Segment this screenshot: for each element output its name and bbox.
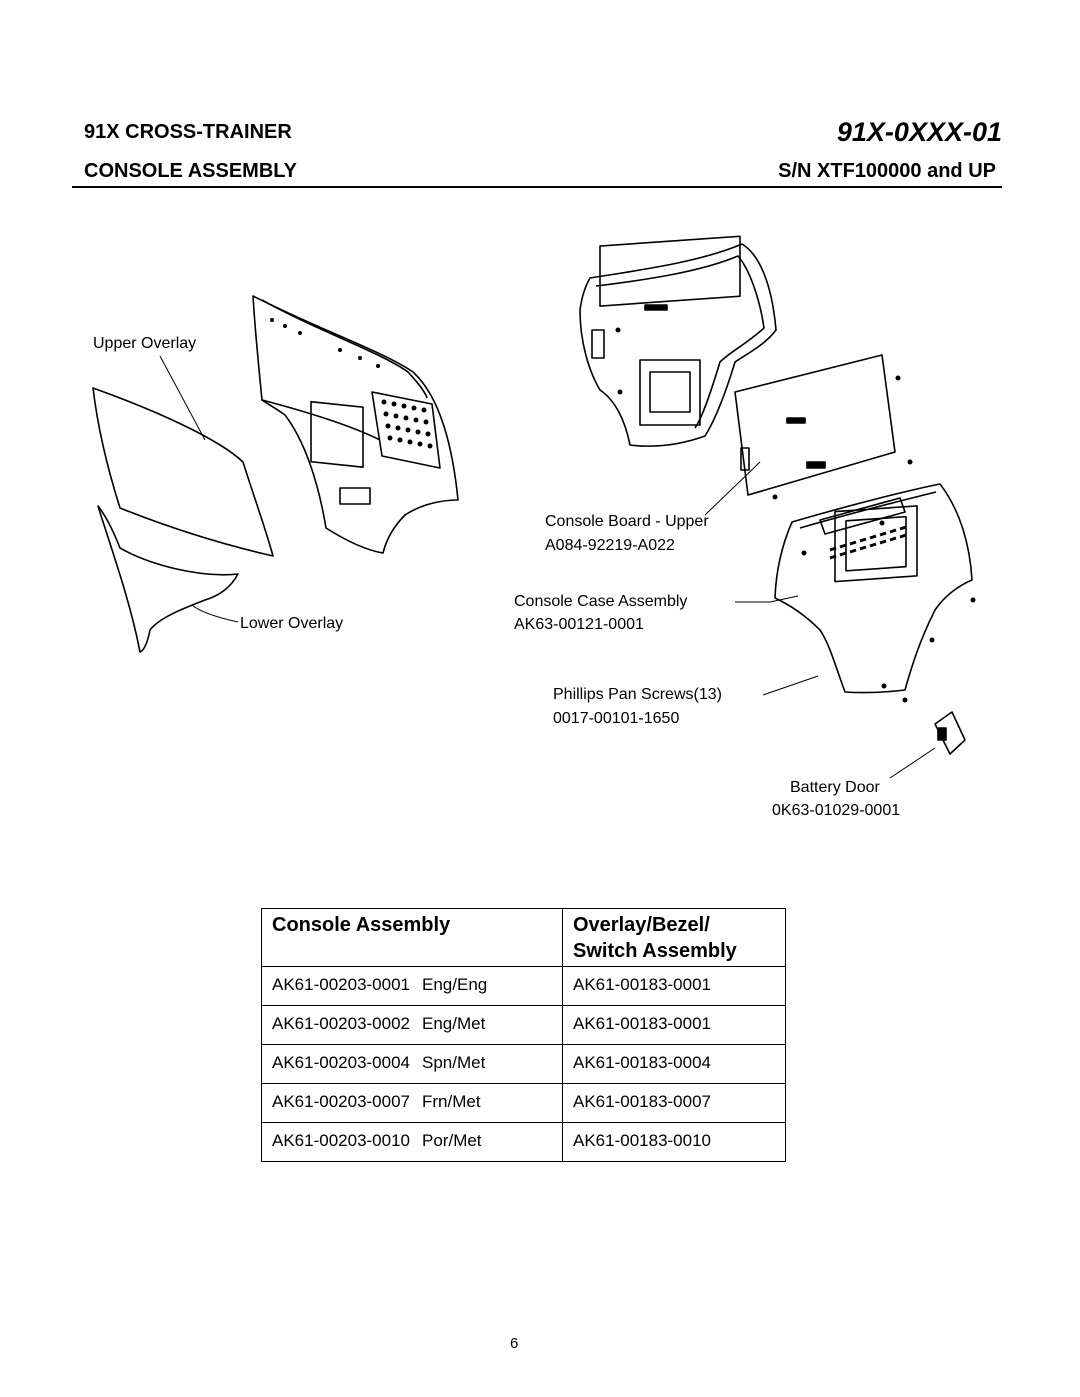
bezel-keypad (371, 391, 441, 469)
console-board-pcb (734, 354, 896, 496)
table-row: AK61-00203-0002 Eng/Met AK61-00183-0001 (261, 1005, 786, 1045)
page-number: 6 (510, 1335, 519, 1352)
screws-part-number: 0017-00101-1650 (553, 710, 680, 727)
section-title: CONSOLE ASSEMBLY (84, 160, 297, 182)
upper-overlay-sheet (92, 387, 274, 557)
console-case-front (774, 483, 973, 694)
console-case-display-opening (834, 505, 918, 583)
console-case-part-number: AK63-00121-0001 (514, 616, 644, 633)
table-row: AK61-00203-0004 Spn/Met AK61-00183-0004 (261, 1044, 786, 1084)
language: Spn/Met (422, 1053, 486, 1072)
parts-table: Console Assembly Overlay/Bezel/ Switch A… (261, 908, 786, 1162)
console-part: AK61-00203-0004 (272, 1053, 411, 1072)
language: Eng/Eng (422, 975, 488, 994)
console-board-part-number: A084-92219-A022 (545, 537, 675, 554)
overlay-part: AK61-00183-0004 (573, 1053, 712, 1072)
table-row: AK61-00203-0001 Eng/Eng AK61-00183-0001 (261, 966, 786, 1006)
bezel-display-window (310, 400, 364, 468)
col-console-assembly-header: Console Assembly (261, 908, 563, 967)
screws-label: Phillips Pan Screws(13) (553, 686, 722, 703)
overlay-part: AK61-00183-0001 (573, 1014, 712, 1033)
console-rear-panel (599, 235, 741, 307)
console-part: AK61-00203-0001 (272, 975, 411, 994)
overlay-part: AK61-00183-0010 (573, 1131, 712, 1150)
console-case-label: Console Case Assembly (514, 593, 688, 610)
table-header-row: Console Assembly Overlay/Bezel/ Switch A… (261, 908, 786, 967)
col-overlay-header: Overlay/Bezel/ Switch Assembly (562, 908, 786, 967)
language: Eng/Met (422, 1014, 486, 1033)
console-part: AK61-00203-0007 (272, 1092, 411, 1111)
lower-overlay-sheet (97, 505, 239, 653)
serial-range: S/N XTF100000 and UP (778, 160, 996, 182)
overlay-part: AK61-00183-0001 (573, 975, 712, 994)
table-row: AK61-00203-0010 Por/Met AK61-00183-0010 (261, 1122, 786, 1162)
table-row: AK61-00203-0007 Frn/Met AK61-00183-0007 (261, 1083, 786, 1123)
upper-overlay-label: Upper Overlay (93, 335, 197, 352)
battery-door (934, 711, 966, 755)
battery-door-part-number: 0K63-01029-0001 (772, 802, 901, 819)
console-board-label: Console Board - Upper (545, 513, 709, 530)
part-number: 91X-0XXX-01 (836, 117, 1002, 147)
console-part: AK61-00203-0002 (272, 1014, 411, 1033)
lower-overlay-label: Lower Overlay (240, 615, 344, 632)
language: Frn/Met (422, 1092, 481, 1111)
console-part: AK61-00203-0010 (272, 1131, 411, 1150)
console-rear-case (579, 243, 777, 447)
battery-door-label: Battery Door (790, 779, 880, 796)
product-title: 91X CROSS-TRAINER (84, 121, 292, 143)
header-rule (72, 186, 1002, 188)
overlay-part: AK61-00183-0007 (573, 1092, 712, 1111)
language: Por/Met (422, 1131, 482, 1150)
bezel-panel (252, 295, 459, 554)
